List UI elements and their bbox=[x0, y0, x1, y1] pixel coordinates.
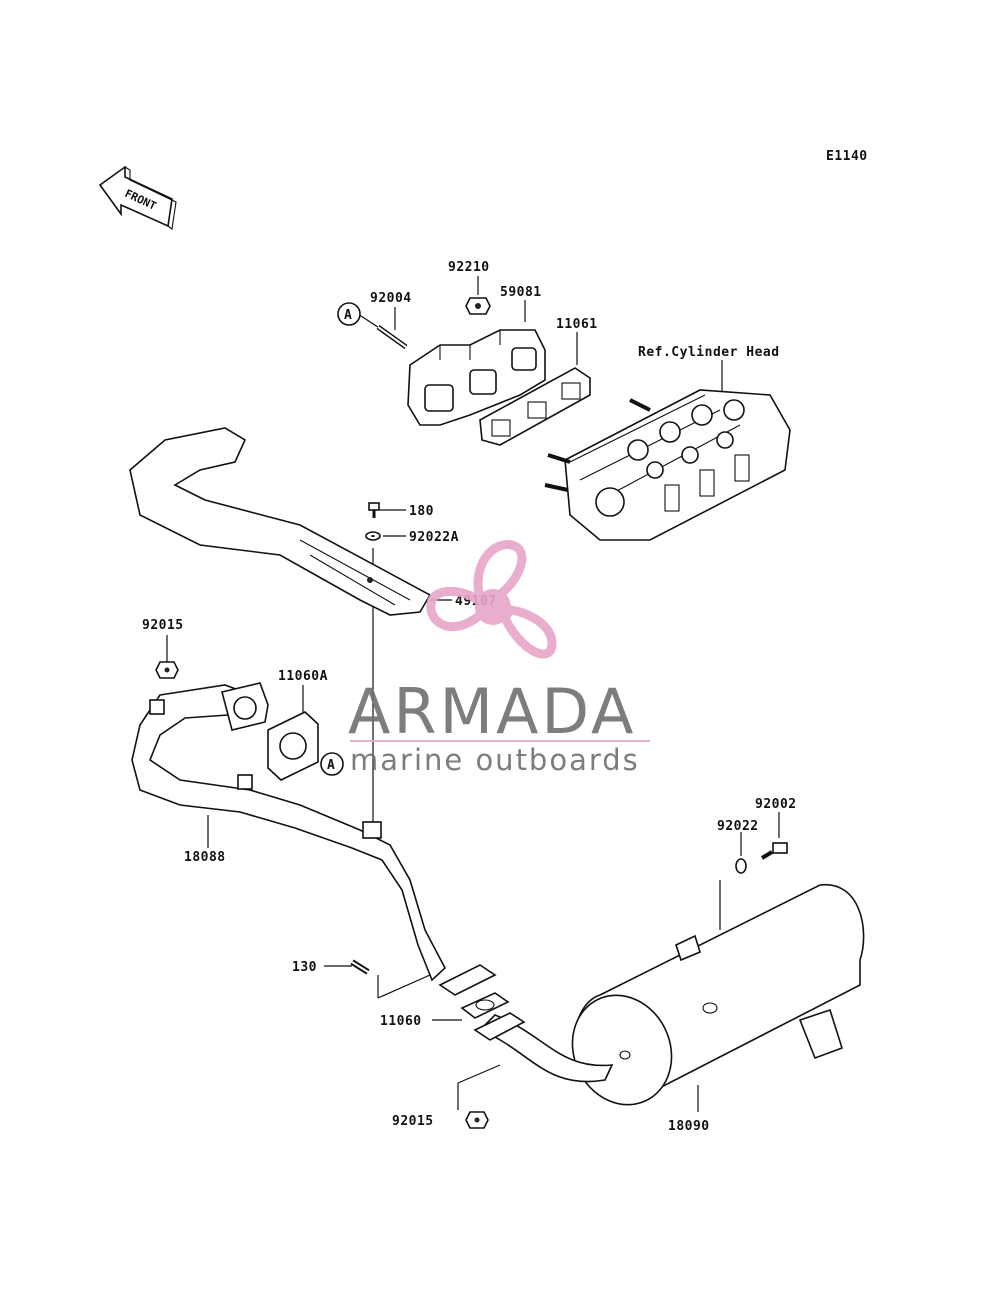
gasket-11060 bbox=[460, 992, 510, 1019]
washer-92022A-icon bbox=[365, 531, 381, 541]
part-label-11060A: 11060A bbox=[278, 669, 328, 684]
bolt-92002-icon bbox=[760, 842, 788, 860]
bolt-130-icon bbox=[350, 959, 370, 975]
part-label-92015-bottom: 92015 bbox=[392, 1114, 434, 1129]
part-label-92022A: 92022A bbox=[409, 530, 459, 545]
watermark: ARMADA marine outboards bbox=[348, 540, 650, 777]
part-label-18088: 18088 bbox=[184, 850, 226, 865]
callout-a-bottom-label: A bbox=[327, 758, 335, 773]
nut-92015-top-icon bbox=[155, 661, 179, 679]
part-label-92004: 92004 bbox=[370, 291, 412, 306]
diagram-code: E1140 bbox=[826, 149, 868, 164]
part-label-11060: 11060 bbox=[380, 1014, 422, 1029]
gasket-11060A bbox=[267, 711, 319, 781]
part-label-92015-top: 92015 bbox=[142, 618, 184, 633]
watermark-tagline: marine outboards bbox=[350, 743, 640, 777]
callout-a-top-label: A bbox=[344, 308, 352, 323]
bolt-180-icon bbox=[368, 502, 380, 518]
part-label-18090: 18090 bbox=[668, 1119, 710, 1134]
bracket-49107 bbox=[129, 427, 432, 616]
part-label-180: 180 bbox=[409, 504, 434, 519]
cylinder-head bbox=[544, 389, 791, 541]
part-label-130: 130 bbox=[292, 960, 317, 975]
propeller-logo-icon bbox=[426, 540, 557, 659]
part-label-92210: 92210 bbox=[448, 260, 490, 275]
nut-92210-icon bbox=[465, 297, 491, 315]
part-label-92022: 92022 bbox=[717, 819, 759, 834]
part-label-92002: 92002 bbox=[755, 797, 797, 812]
exhaust-manifold-59081 bbox=[407, 329, 546, 426]
stud-92004-icon bbox=[376, 324, 408, 350]
muffler-18090 bbox=[473, 884, 865, 1106]
leader-lines bbox=[166, 276, 780, 1112]
exhaust-pipe-18088 bbox=[131, 682, 497, 996]
part-label-11061: 11061 bbox=[556, 317, 598, 332]
ref-cylinder-head-label: Ref.Cylinder Head bbox=[638, 345, 780, 360]
callout-a-bottom: A bbox=[320, 752, 344, 776]
nut-92015-bottom-icon bbox=[465, 1111, 489, 1129]
part-label-59081: 59081 bbox=[500, 285, 542, 300]
callout-a-top: A bbox=[337, 302, 361, 326]
gasket-11061 bbox=[479, 367, 591, 446]
watermark-brand: ARMADA bbox=[348, 675, 636, 748]
front-arrow-icon: FRONT bbox=[98, 165, 177, 230]
washer-92022-icon bbox=[735, 858, 747, 874]
